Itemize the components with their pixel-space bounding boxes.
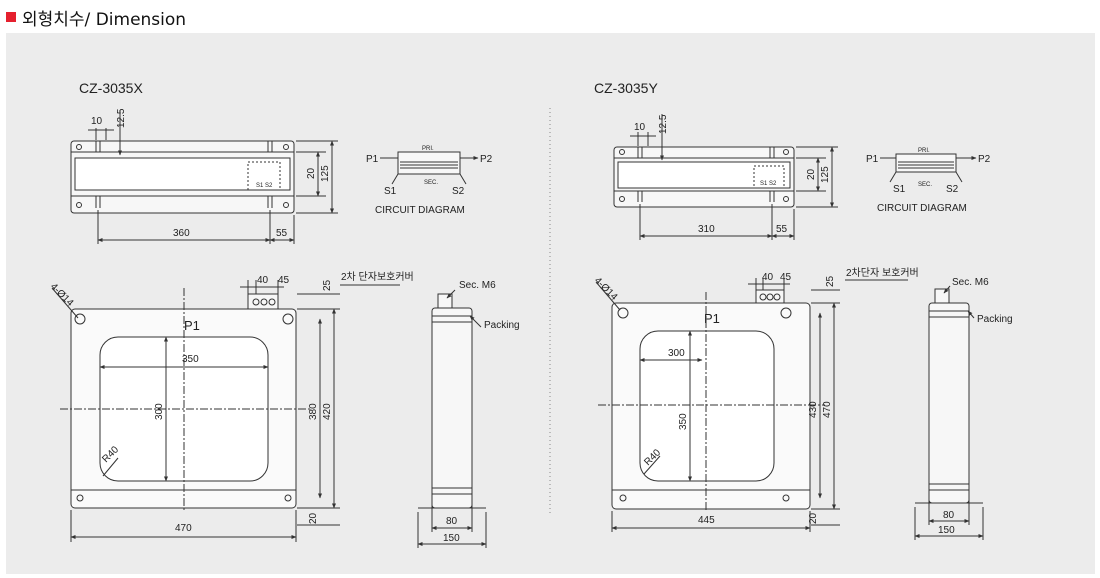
dim-total-right: 125 bbox=[820, 166, 831, 183]
section-title: 외형치수/ Dimension bbox=[22, 9, 187, 30]
model-title-right: CZ-3035Y bbox=[594, 80, 658, 96]
dim-bottom-right: 20 bbox=[808, 512, 819, 524]
circuit-diagram-left: P1 P2 PRI. SEC. S1 S2 CIRCUIT DIAGRAM bbox=[366, 146, 493, 216]
dim-window-h-left: 300 bbox=[154, 403, 165, 420]
dim-top-height-right: 12.5 bbox=[658, 114, 669, 134]
terminal-label-left: S1 S2 bbox=[256, 183, 273, 189]
circuit-pri-left: PRI. bbox=[422, 146, 434, 152]
dim-hole-right: 4-Ø14 bbox=[592, 275, 620, 303]
drawing-cz-3035y: CZ-3035Y S1 S2 10 12.5 20 125 310 55 P1 … bbox=[592, 80, 1013, 540]
front-p1-left: P1 bbox=[184, 318, 200, 333]
cover-label-left: 2차 단자보호커버 bbox=[341, 271, 414, 283]
dim-width-left: 470 bbox=[175, 523, 192, 534]
dim-top-off-right: 25 bbox=[825, 275, 836, 287]
section-header: 외형치수/ Dimension bbox=[6, 6, 187, 30]
dim-side-base-left: 150 bbox=[443, 533, 460, 544]
dim-mid-left: 20 bbox=[306, 167, 317, 179]
side-view-body-right bbox=[928, 302, 970, 504]
drawing-cz-3035x: CZ-3035X S1 S2 10 12.5 20 125 360 55 P1 … bbox=[48, 80, 520, 548]
red-square-icon bbox=[6, 12, 16, 22]
dim-side-w-right: 80 bbox=[943, 510, 955, 521]
dim-mid-right: 20 bbox=[806, 168, 817, 180]
circuit-s2-right: S2 bbox=[946, 184, 959, 195]
cover-label-right: 2차단자 보호커버 bbox=[846, 267, 919, 279]
front-view-window-right bbox=[639, 330, 775, 482]
dim-window-w-left: 350 bbox=[182, 354, 199, 365]
dim-off2-right: 45 bbox=[780, 272, 792, 283]
front-p1-right: P1 bbox=[704, 311, 720, 326]
dim-off1-left: 40 bbox=[257, 275, 269, 286]
packing-label-left: Packing bbox=[484, 320, 520, 331]
dim-side-w-left: 80 bbox=[446, 516, 458, 527]
circuit-p2-left: P2 bbox=[480, 154, 493, 165]
circuit-s2-left: S2 bbox=[452, 186, 465, 197]
sec-m6-label-left: Sec. M6 bbox=[459, 280, 496, 291]
circuit-p1-right: P1 bbox=[866, 154, 879, 165]
dim-end-right: 55 bbox=[776, 224, 788, 235]
circuit-p2-right: P2 bbox=[978, 154, 991, 165]
dim-off2-left: 45 bbox=[278, 275, 290, 286]
dim-top-width-left: 10 bbox=[91, 116, 103, 127]
sec-m6-label-right: Sec. M6 bbox=[952, 277, 989, 288]
dim-outer-h-left: 420 bbox=[322, 403, 333, 420]
dim-top-width-right: 10 bbox=[634, 122, 646, 133]
dim-inner-h-right: 430 bbox=[808, 401, 819, 418]
dim-top-off-left: 25 bbox=[322, 279, 333, 291]
dim-inner-h-left: 380 bbox=[308, 403, 319, 420]
dim-end-left: 55 bbox=[276, 228, 288, 239]
dim-top-height-left: 12.5 bbox=[116, 108, 127, 128]
dim-base-left: 360 bbox=[173, 228, 190, 239]
circuit-caption-left: CIRCUIT DIAGRAM bbox=[375, 205, 465, 216]
dim-window-h-right: 350 bbox=[678, 413, 689, 430]
circuit-s1-right: S1 bbox=[893, 184, 906, 195]
dim-off1-right: 40 bbox=[762, 272, 774, 283]
terminal-label-right: S1 S2 bbox=[760, 181, 777, 187]
circuit-s1-left: S1 bbox=[384, 186, 397, 197]
dim-width-right: 445 bbox=[698, 515, 715, 526]
model-title-left: CZ-3035X bbox=[79, 80, 143, 96]
dim-outer-h-right: 470 bbox=[822, 401, 833, 418]
circuit-caption-right: CIRCUIT DIAGRAM bbox=[877, 203, 967, 214]
circuit-p1-left: P1 bbox=[366, 154, 379, 165]
side-view-body bbox=[431, 307, 473, 509]
dim-side-base-right: 150 bbox=[938, 525, 955, 536]
dim-bottom-left: 20 bbox=[308, 512, 319, 524]
dim-base-right: 310 bbox=[698, 224, 715, 235]
circuit-sec-right: SEC. bbox=[918, 182, 932, 188]
dim-total-left: 125 bbox=[320, 165, 331, 182]
circuit-sec-left: SEC. bbox=[424, 180, 438, 186]
packing-label-right: Packing bbox=[977, 314, 1013, 325]
circuit-pri-right: PRI. bbox=[918, 148, 930, 154]
dim-window-w-right: 300 bbox=[668, 348, 685, 359]
dim-hole-left: 4-Ø14 bbox=[48, 281, 76, 309]
circuit-diagram-right: P1 P2 PRI. SEC. S1 S2 CIRCUIT DIAGRAM bbox=[866, 148, 991, 214]
